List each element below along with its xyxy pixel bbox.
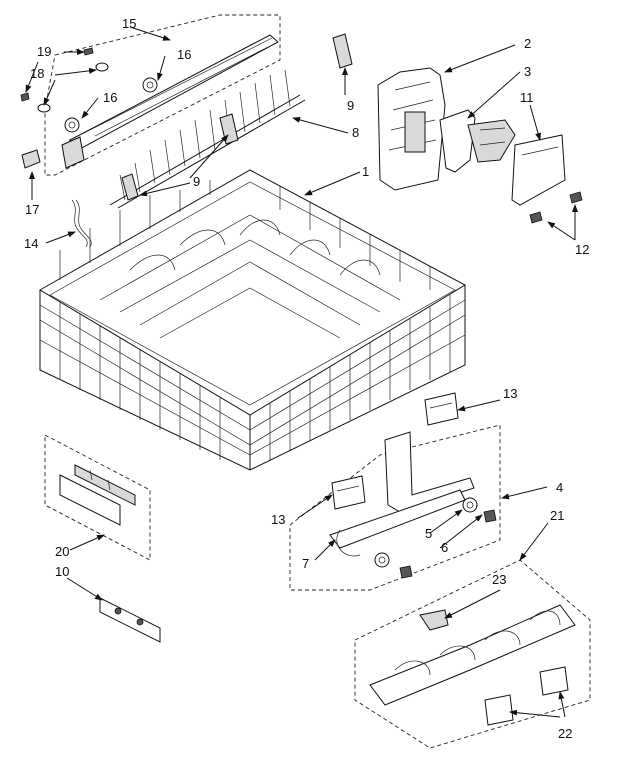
callout-20: 20 bbox=[55, 544, 69, 559]
part-2 bbox=[377, 67, 446, 191]
callout-6: 6 bbox=[441, 540, 448, 555]
dish-rack bbox=[39, 169, 467, 471]
callout-4: 4 bbox=[556, 480, 563, 495]
part-21-group bbox=[354, 559, 591, 749]
callout-1: 1 bbox=[362, 164, 369, 179]
leader-lines bbox=[25, 26, 578, 718]
callout-13-lower: 13 bbox=[271, 512, 285, 527]
callout-12: 12 bbox=[575, 242, 589, 257]
callout-3: 3 bbox=[524, 64, 531, 79]
callout-21: 21 bbox=[550, 508, 564, 523]
rail-assembly-group bbox=[20, 14, 281, 248]
callout-13-upper: 13 bbox=[503, 386, 517, 401]
callout-5: 5 bbox=[425, 526, 432, 541]
part-10 bbox=[99, 597, 161, 643]
callout-18: 18 bbox=[30, 66, 44, 81]
callout-22: 22 bbox=[558, 726, 572, 741]
callout-23: 23 bbox=[492, 572, 506, 587]
callout-19: 19 bbox=[37, 44, 51, 59]
callout-10: 10 bbox=[55, 564, 69, 579]
part-20-group bbox=[44, 434, 151, 561]
callout-9-mid: 9 bbox=[193, 174, 200, 189]
callout-17: 17 bbox=[25, 202, 39, 217]
callout-16-lower: 16 bbox=[103, 90, 117, 105]
callout-16-upper: 16 bbox=[177, 47, 191, 62]
callout-9-top: 9 bbox=[347, 98, 354, 113]
callout-14: 14 bbox=[24, 236, 38, 251]
callout-labels: 1 2 3 4 5 6 7 8 9 9 10 11 12 13 13 14 15… bbox=[24, 16, 589, 741]
callout-2: 2 bbox=[524, 36, 531, 51]
callout-11: 11 bbox=[520, 90, 534, 105]
callout-7: 7 bbox=[302, 556, 309, 571]
part-4-group bbox=[289, 392, 501, 591]
part-3 bbox=[439, 109, 516, 173]
callout-8: 8 bbox=[352, 125, 359, 140]
part-11 bbox=[511, 134, 583, 224]
callout-15: 15 bbox=[122, 16, 136, 31]
